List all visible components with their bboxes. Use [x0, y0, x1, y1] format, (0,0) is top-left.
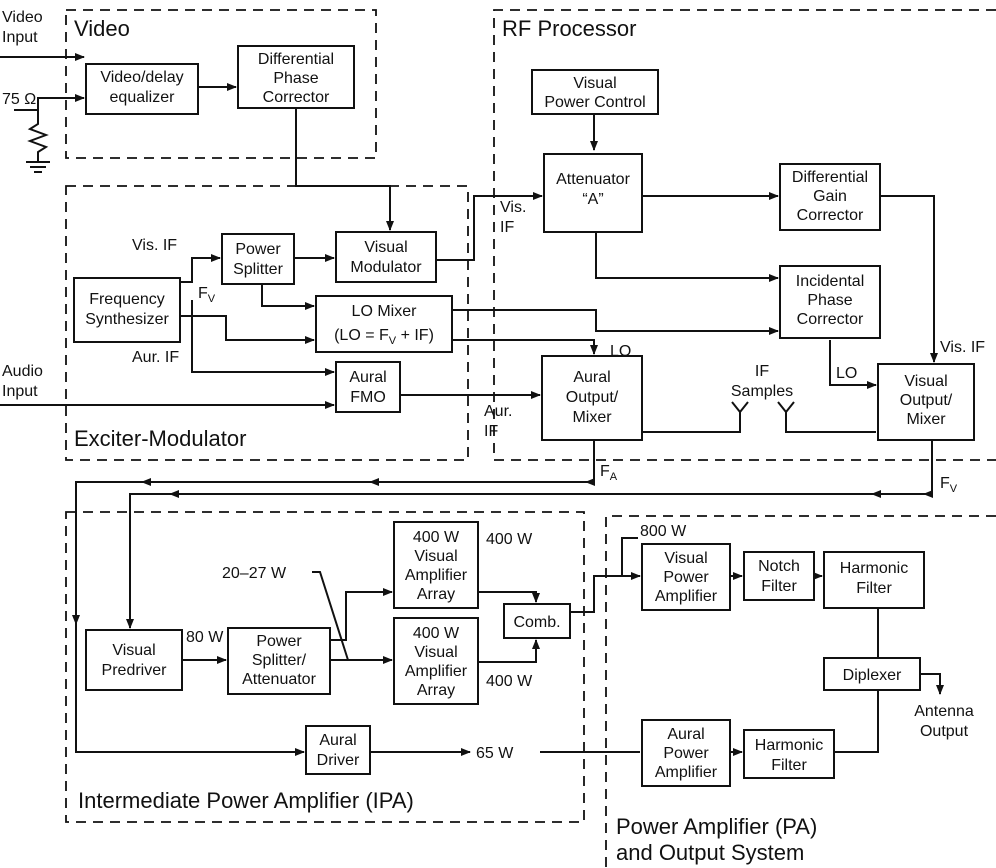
combiner-label: Comb. — [513, 614, 560, 631]
notch-filter-block — [743, 551, 815, 601]
exciter-section-title: Exciter-Modulator — [74, 426, 246, 451]
power-400w-bottom-label: 400 W — [486, 673, 533, 690]
incidental-phase-corrector-block — [779, 265, 881, 339]
lo-mixer-equation: (LO = FV + IF) — [334, 327, 434, 347]
video-section-border — [65, 9, 377, 159]
power-80w-label: 80 W — [186, 629, 224, 646]
power-splitter-attenuator-block — [227, 627, 331, 695]
lo-visual-label: LO — [836, 365, 857, 382]
ipa-section-title: Intermediate Power Amplifier (IPA) — [78, 788, 414, 813]
fv-rf-label: FV — [940, 475, 958, 495]
vis-if-right-label: Vis. IF — [940, 339, 985, 356]
power-65w-label: 65 W — [476, 745, 514, 762]
aur-if-rf-label: Aur.IF — [484, 403, 512, 440]
lo-aural-label: LO — [610, 343, 631, 360]
lo-mixer-block — [315, 295, 453, 353]
video-delay-equalizer-block — [85, 63, 199, 115]
pa-section-title-line1: Power Amplifier (PA) — [616, 814, 817, 839]
aural-fmo-block — [335, 361, 401, 413]
differential-gain-corrector-block — [779, 163, 881, 231]
fa-label: FA — [600, 463, 618, 483]
diplexer-label: Diplexer — [843, 667, 902, 684]
harmonic-filter-bottom-block — [743, 729, 835, 779]
visual-modulator-block — [335, 231, 437, 283]
visual-power-control-block — [531, 69, 659, 115]
fv-exciter-label: FV — [198, 285, 216, 305]
vis-if-rf-label: Vis.IF — [500, 199, 526, 236]
connections — [0, 53, 944, 756]
combiner-block — [503, 603, 571, 639]
aur-if-exciter-label: Aur. IF — [132, 349, 179, 366]
pa-section-title-line2: and Output System — [616, 840, 804, 865]
attenuator-a-block — [543, 153, 643, 233]
lo-mixer-label: LO Mixer — [352, 303, 418, 320]
amplifier-array-bottom-block — [393, 617, 479, 705]
exciter-section-border — [65, 185, 469, 461]
power-20-27w-label: 20–27 W — [222, 565, 287, 582]
power-400w-top-label: 400 W — [486, 531, 533, 548]
rf-processor-section-title: RF Processor — [502, 16, 636, 41]
harmonic-filter-top-block — [823, 551, 925, 609]
vis-if-exciter-label: Vis. IF — [132, 237, 177, 254]
visual-predriver-block — [85, 629, 183, 691]
power-splitter-block — [221, 233, 295, 285]
aural-output-mixer-block — [541, 355, 643, 441]
frequency-synthesizer-block — [73, 277, 181, 343]
video-section-title: Video — [74, 16, 130, 41]
aural-power-amplifier-block — [641, 719, 731, 787]
visual-output-mixer-block — [877, 363, 975, 441]
visual-power-amplifier-block — [641, 543, 731, 611]
power-800w-label: 800 W — [640, 523, 687, 540]
aural-driver-block — [305, 725, 371, 775]
impedance-label: 75 Ω — [2, 91, 36, 108]
amplifier-array-top-block — [393, 521, 479, 609]
attenuator-a-label: Attenuator“A” — [556, 171, 631, 208]
ipa-section-border — [65, 511, 585, 823]
diplexer-block — [823, 657, 921, 691]
differential-phase-corrector-block — [237, 45, 355, 109]
